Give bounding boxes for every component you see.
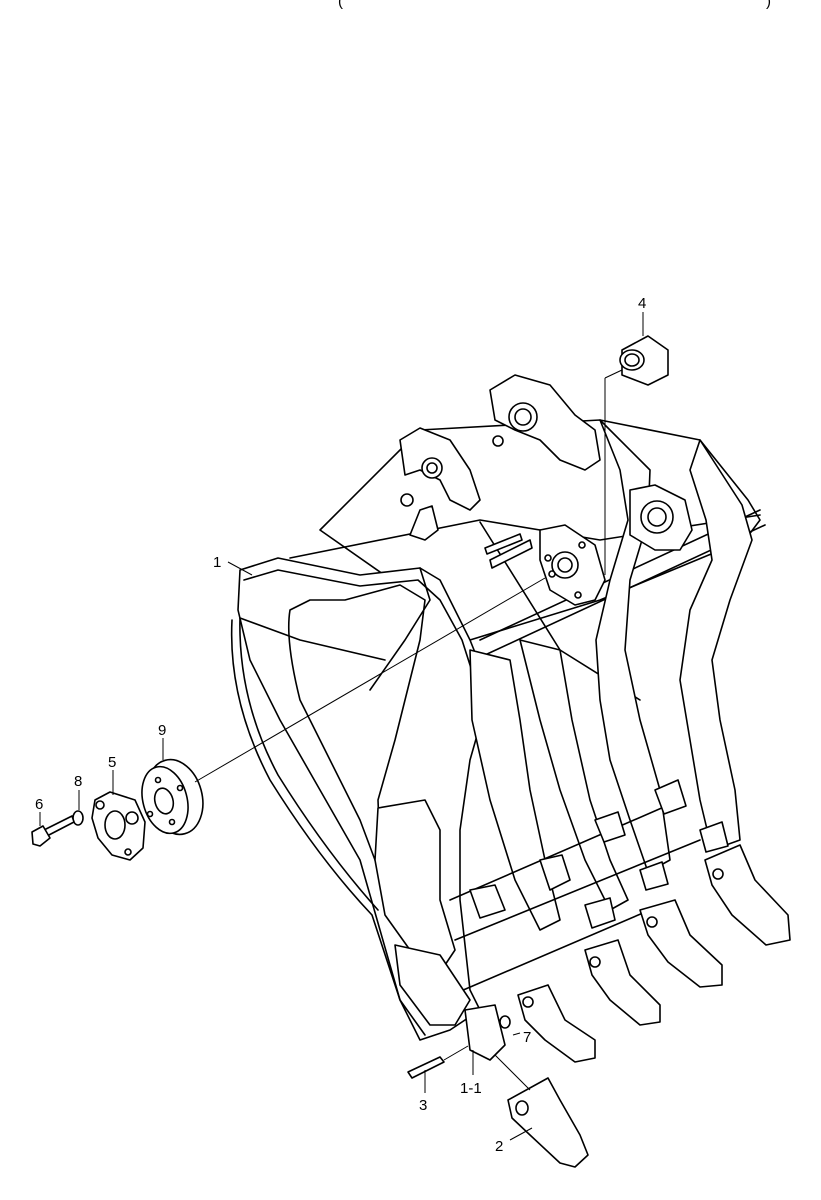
- bushing-part-4: [604, 335, 669, 575]
- label-part-6: 6: [35, 796, 43, 813]
- label-part-9: 9: [158, 722, 166, 739]
- shim-ring-part-9: [141, 577, 546, 836]
- tooth-point-part-2: [494, 1054, 589, 1168]
- header-paren-right: ): [766, 0, 771, 10]
- bucket-body: [230, 374, 766, 1041]
- tooth-row: [394, 639, 791, 1063]
- label-part-1: 1: [213, 554, 221, 571]
- pin-part-3: [407, 1056, 445, 1079]
- label-part-4: 4: [638, 295, 646, 312]
- callout-leaders: [39, 312, 644, 1141]
- bolt-part-6: [31, 815, 75, 847]
- label-part-8: 8: [74, 773, 82, 790]
- lock-washer-part-7: [499, 1015, 511, 1029]
- label-part-3: 3: [419, 1097, 427, 1114]
- label-part-7: 7: [523, 1029, 531, 1046]
- plate-part-5: [91, 791, 146, 861]
- label-part-1-1: 1-1: [460, 1080, 482, 1097]
- label-part-5: 5: [108, 754, 116, 771]
- label-part-2: 2: [495, 1138, 503, 1155]
- washer-part-8: [72, 810, 84, 826]
- header-paren-left: (: [338, 0, 343, 10]
